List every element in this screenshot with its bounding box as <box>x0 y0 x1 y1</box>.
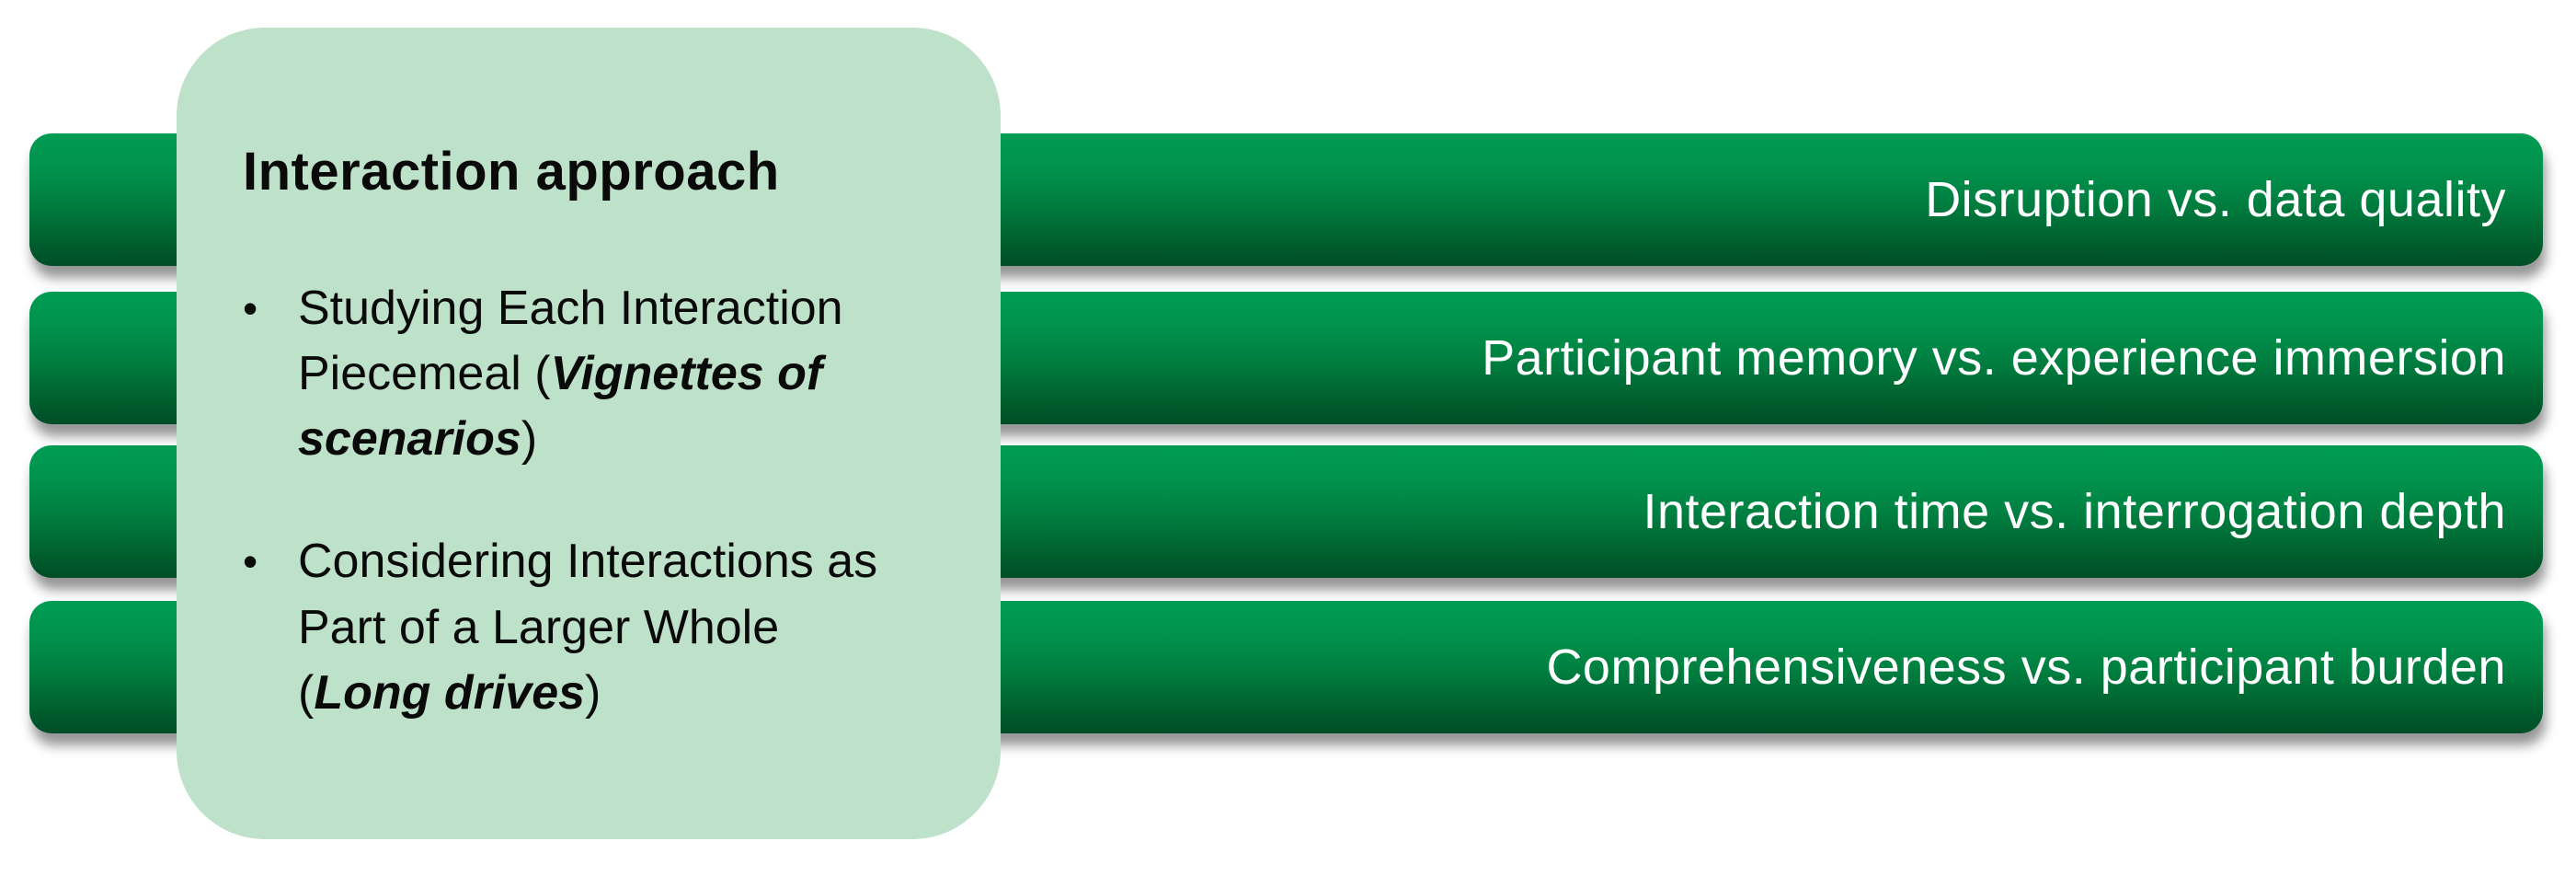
bullet-marker-icon: • <box>243 537 258 586</box>
bullet-list: • Studying Each Interaction Piecemeal (V… <box>243 276 949 726</box>
bullet-item-long-drives: • Considering Interactions as Part of a … <box>243 529 949 726</box>
bullet-text-post: ) <box>585 665 601 720</box>
card-title: Interaction approach <box>243 142 780 202</box>
bullet-item-vignettes: • Studying Each Interaction Piecemeal (V… <box>243 276 949 473</box>
tradeoff-bar-label: Interaction time vs. interrogation depth <box>1643 484 2506 539</box>
bullet-text: Considering Interactions as Part of a La… <box>298 529 891 726</box>
bullet-text-pre: Studying Each Interaction Piecemeal ( <box>298 281 843 400</box>
bullet-marker-icon: • <box>243 283 258 332</box>
tradeoff-bar-label: Comprehensiveness vs. participant burden <box>1546 640 2506 695</box>
bullet-text-emphasis: Long drives <box>314 665 586 720</box>
bullet-text-pre: Considering Interactions as Part of a La… <box>298 535 878 720</box>
tradeoff-bar-label: Participant memory vs. experience immers… <box>1482 330 2506 386</box>
interaction-approach-card: Interaction approach • Studying Each Int… <box>177 28 1001 839</box>
bullet-text-post: ) <box>521 412 538 467</box>
bullet-text-emphasis: Vignettes of scenarios <box>298 346 823 467</box>
tradeoff-bar-label: Disruption vs. data quality <box>1925 172 2506 227</box>
bullet-text: Studying Each Interaction Piecemeal (Vig… <box>298 276 891 473</box>
